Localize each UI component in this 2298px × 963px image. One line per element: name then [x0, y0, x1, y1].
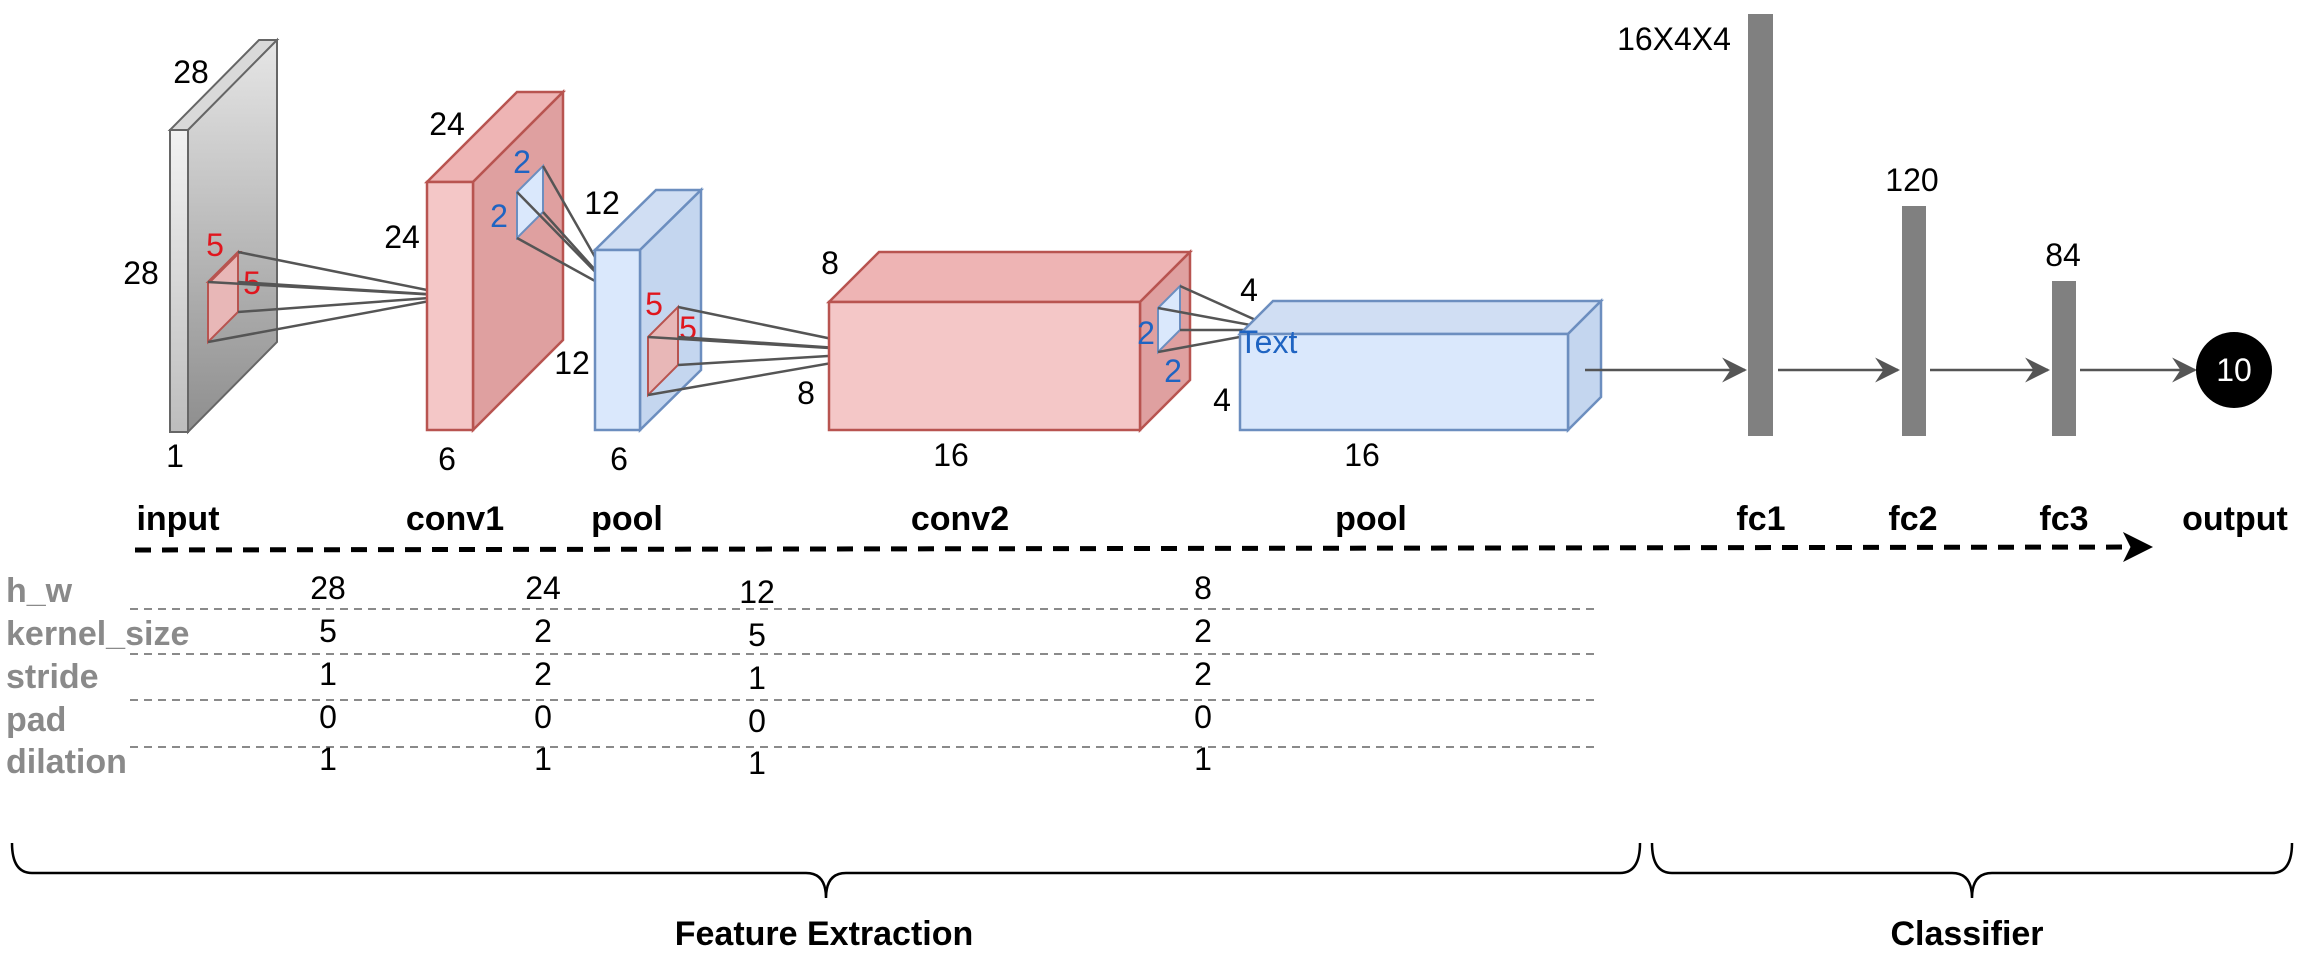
stage-label-fc3: fc3 [2039, 500, 2088, 538]
pool2-placeholder-text: Text [1239, 324, 1298, 360]
conv1-kernel-h-label: 2 [513, 144, 531, 180]
fc1-size-label: 16X4X4 [1617, 21, 1731, 57]
fc3-size-label: 84 [2045, 237, 2081, 273]
fc3-bar [2052, 281, 2076, 436]
input-kernel-h-label: 5 [206, 227, 224, 263]
conv1-width-label: 24 [384, 219, 420, 255]
param-row-label: pad [6, 701, 66, 739]
conv1-depth-label: 6 [438, 441, 456, 477]
param-row-label: kernel_size [6, 615, 189, 653]
conv2-depth-label: 16 [933, 437, 969, 473]
feature-extraction-label: Feature Extraction [675, 915, 974, 953]
pool1-height-label: 12 [584, 185, 620, 221]
stage-label-conv2: conv2 [911, 500, 1009, 538]
param-cell-value: 2 [534, 613, 552, 649]
param-row-label: h_w [6, 572, 73, 610]
conv2-kernel-w-label: 2 [1164, 353, 1182, 389]
conv1-block [423, 88, 567, 434]
param-cell-value: 5 [748, 617, 766, 653]
param-cell-value: 28 [310, 570, 346, 606]
fc2-size-label: 120 [1885, 162, 1938, 198]
stage-labels: input conv1 pool conv2 pool fc1 fc2 fc3 … [136, 500, 2287, 538]
input-kernel-projection-lines [207, 250, 458, 344]
stage-label-fc1: fc1 [1736, 500, 1785, 538]
param-cell-value: 1 [1194, 741, 1212, 777]
param-cell-value: 2 [534, 656, 552, 692]
stage-label-conv1: conv1 [406, 500, 504, 538]
param-cell-value: 2 [1194, 656, 1212, 692]
param-row-label: dilation [6, 743, 127, 781]
stage-label-input: input [136, 500, 219, 538]
param-row-label: stride [6, 658, 99, 696]
flow-arrow [134, 532, 2153, 563]
fc1-bar [1748, 14, 1773, 436]
conv2-width-label: 8 [797, 375, 815, 411]
pool1-depth-label: 6 [610, 441, 628, 477]
conv2-block [825, 248, 1194, 434]
stage-label-pool1: pool [591, 500, 663, 538]
pool2-width-label: 4 [1213, 382, 1231, 418]
classifier-label: Classifier [1890, 915, 2043, 953]
pool2-depth-label: 16 [1344, 437, 1380, 473]
input-kernel-box [205, 249, 243, 345]
stage-label-pool2: pool [1335, 500, 1407, 538]
stage-label-output: output [2182, 500, 2288, 538]
param-cell-value: 1 [534, 741, 552, 777]
param-cell-value: 0 [748, 703, 766, 739]
param-cell-value: 5 [319, 613, 337, 649]
conv2-height-label: 8 [821, 245, 839, 281]
param-cell-value: 1 [748, 745, 766, 781]
param-table-gridlines [130, 608, 1600, 748]
output-value-label: 10 [2216, 352, 2252, 388]
classifier-brace [1650, 842, 2294, 899]
param-cell-value: 0 [319, 699, 337, 735]
pool1-kernel-h-label: 5 [645, 286, 663, 322]
param-cell-value: 8 [1194, 570, 1212, 606]
param-cell-value: 0 [534, 699, 552, 735]
pool1-width-label: 12 [554, 345, 590, 381]
param-table-values: 28 5 1 0 1 24 2 2 0 1 12 5 1 0 1 8 2 2 0 1 [310, 570, 1212, 781]
pool2-height-label: 4 [1240, 272, 1258, 308]
fc2-bar [1902, 206, 1926, 436]
pool2-block [1236, 297, 1605, 434]
param-cell-value: 1 [319, 656, 337, 692]
param-cell-value: 24 [525, 570, 561, 606]
param-cell-value: 1 [748, 660, 766, 696]
param-cell-value: 12 [739, 574, 775, 610]
conv2-kernel-h-label: 2 [1137, 315, 1155, 351]
conv1-kernel-w-label: 2 [490, 198, 508, 234]
param-cell-value: 1 [319, 741, 337, 777]
feature-extraction-brace [10, 842, 1642, 899]
param-cell-value: 2 [1194, 613, 1212, 649]
conv1-height-label: 24 [429, 106, 465, 142]
param-cell-value: 0 [1194, 699, 1212, 735]
stage-label-fc2: fc2 [1888, 500, 1937, 538]
input-depth-label: 1 [166, 438, 184, 474]
input-height-label: 28 [173, 54, 209, 90]
input-width-label: 28 [123, 255, 159, 291]
output-node [2196, 332, 2272, 408]
